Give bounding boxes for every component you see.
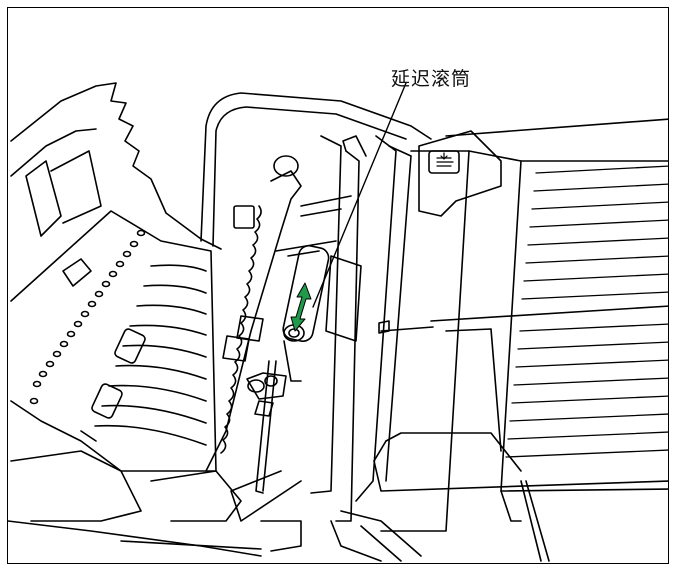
scanner-illustration xyxy=(8,82,668,562)
cover-holes xyxy=(29,229,146,405)
scalloped-guide xyxy=(205,155,302,472)
retard-roller-label: 延迟滚筒 xyxy=(391,68,472,90)
output-tray xyxy=(330,118,668,562)
up-down-arrow-icon xyxy=(290,282,312,332)
cover-rollers xyxy=(80,328,146,442)
retard-roller xyxy=(246,240,337,494)
illustration-frame: 延迟滚筒 xyxy=(7,7,669,564)
open-cover xyxy=(10,82,222,472)
scanner-body xyxy=(10,92,470,532)
base-lines xyxy=(8,520,302,557)
tray-lines xyxy=(505,165,668,458)
document-feed-icon xyxy=(418,130,502,217)
guide-ribs xyxy=(94,264,207,446)
callout-leader-line xyxy=(312,82,407,308)
